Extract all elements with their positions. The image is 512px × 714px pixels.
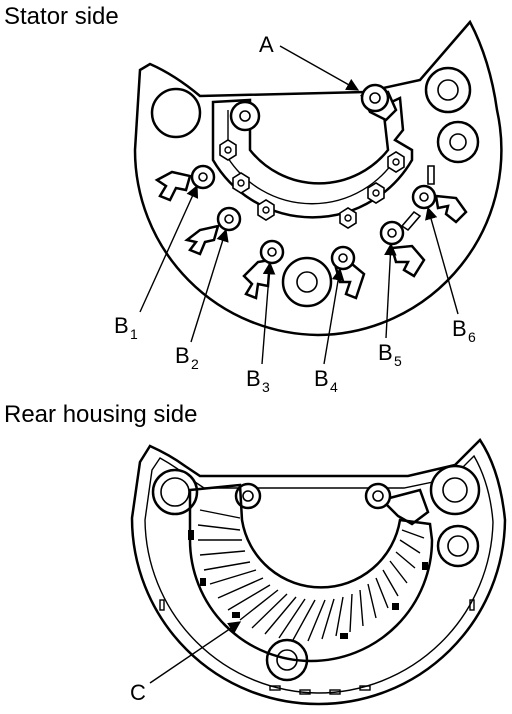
svg-text:B: B [378,340,393,365]
callout-a: A [259,32,274,57]
heat-sink-fins [197,509,425,642]
callout-b3: B 3 [246,366,270,395]
leader-b4 [323,267,345,365]
svg-text:5: 5 [394,353,402,369]
callout-b5: B 5 [378,340,402,369]
svg-text:1: 1 [130,326,138,342]
terminal-b3 [242,239,285,300]
rear-housing-rectifier [130,438,507,706]
callout-b1: B 1 [114,313,138,342]
stator-outer-body [133,19,503,337]
heat-sink-markers [188,530,428,639]
leader-c [149,621,242,684]
leader-b5 [384,242,397,339]
svg-text:B: B [314,366,329,391]
callout-c: C [130,680,146,705]
rear-housing-heading: Rear housing side [4,401,197,428]
leader-b2 [190,228,229,343]
terminal-b6 [411,165,468,224]
callout-b4: B 4 [314,366,338,395]
stator-side-rectifier [133,19,503,337]
rear-terminal-right [364,482,430,526]
rear-rim-ticks [159,599,475,695]
callout-b6: B 6 [452,316,476,345]
svg-text:B: B [452,316,467,341]
stator-side-heading: Stator side [4,3,119,30]
svg-text:6: 6 [468,329,476,345]
svg-text:3: 3 [262,379,270,395]
mount-hole-left [150,87,202,139]
leader-b6 [425,206,459,315]
leader-b3 [261,261,276,365]
rear-inner-outline [144,454,494,694]
leader-b1 [139,184,199,313]
terminal-b2 [184,206,242,256]
svg-text:B: B [114,313,129,338]
terminal-b1 [154,164,216,202]
svg-text:4: 4 [330,379,338,395]
leader-a [279,45,360,91]
terminal-b5 [379,210,426,278]
terminal-left-top [229,100,261,132]
svg-text:2: 2 [191,356,199,372]
svg-text:B: B [246,366,261,391]
callout-b2: B 2 [175,343,199,372]
diode-hex-nuts [219,139,405,229]
svg-text:B: B [175,343,190,368]
terminal-a [360,83,398,122]
